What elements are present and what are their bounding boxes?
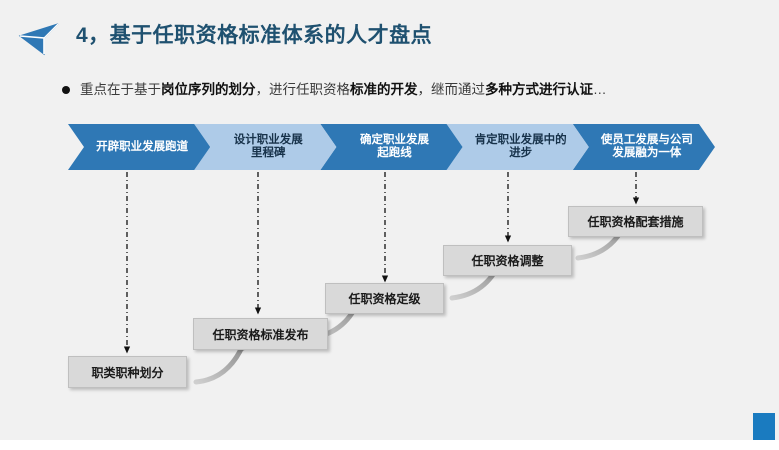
bullet-segment-6: … [593,82,607,97]
chevron-process-band: 开辟职业发展跑道 设计职业发展里程碑 确定职业发展起跑线 肯定职业发展中的进步 使员工发… [68,124,715,170]
chevron-step-4[interactable]: 肯定职业发展中的进步 [447,124,589,170]
bullet-segment-4: ，继而通过 [417,82,486,97]
accent-block [753,413,775,440]
footer-strip [0,440,779,450]
title-row: 4，基于任职资格标准体系的人才盘点 [0,18,779,58]
chevron-step-label-5: 使员工发展与公司发展融为一体 [600,134,693,159]
step-box-2[interactable]: 任职资格标准发布 [193,318,328,350]
bullet-row: 重点在于基于岗位序列的划分，进行任职资格标准的开发，继而通过多种方式进行认证… [62,78,772,102]
chevron-step-label-2: 设计职业发展里程碑 [233,134,303,159]
bullet-segment-3: 标准的开发 [350,82,418,97]
step-box-4[interactable]: 任职资格调整 [443,245,572,276]
chevron-step-5[interactable]: 使员工发展与公司发展融为一体 [573,124,715,170]
bullet-marker-icon [62,86,70,94]
bullet-segment-5: 多种方式进行认证 [485,82,593,97]
chevron-step-2[interactable]: 设计职业发展里程碑 [194,124,336,170]
step-box-1[interactable]: 职类职种划分 [68,356,187,388]
chevron-step-label-3: 确定职业发展起跑线 [359,134,429,159]
page-title: 4，基于任职资格标准体系的人才盘点 [76,24,433,47]
chevron-step-1[interactable]: 开辟职业发展跑道 [68,124,210,170]
bullet-segment-2: ，进行任职资格 [255,82,351,97]
chevron-step-label-1: 开辟职业发展跑道 [96,140,189,153]
bullet-segment-1: 岗位序列的划分 [161,82,256,97]
bullet-segment-0: 重点在于基于 [80,82,161,97]
step-box-3[interactable]: 任职资格定级 [325,283,444,314]
bullet-text: 重点在于基于岗位序列的划分，进行任职资格标准的开发，继而通过多种方式进行认证… [80,80,607,100]
paper-plane-left-icon [18,23,59,56]
chevron-step-3[interactable]: 确定职业发展起跑线 [320,124,462,170]
chevron-step-label-4: 肯定职业发展中的进步 [474,134,567,159]
step-box-5[interactable]: 任职资格配套措施 [568,206,703,237]
curved-arrow-1 [193,342,246,385]
